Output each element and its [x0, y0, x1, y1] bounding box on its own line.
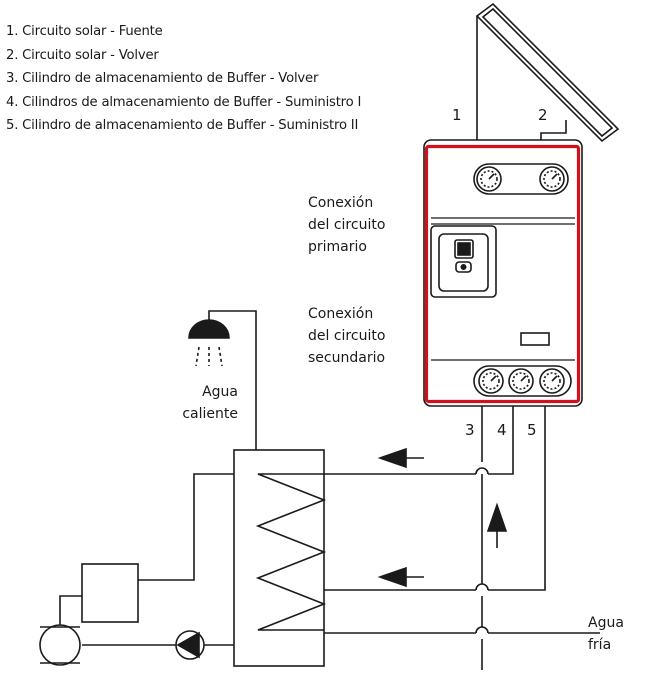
- unit-pipes: [324, 406, 600, 670]
- gauge-bottom-2: [508, 368, 534, 394]
- pipe-number-3: 3: [465, 421, 475, 439]
- primary-circuit-label: Conexión del circuito primario: [308, 195, 386, 255]
- secondary-circuit-label: Conexión del circuito secundario: [308, 306, 386, 366]
- pipe-number-4: 4: [497, 421, 507, 439]
- legend-item-1: 1. Circuito solar - Fuente: [6, 24, 163, 39]
- hot-water-label: Agua caliente: [182, 384, 238, 422]
- hot-water-line: [188, 310, 257, 450]
- legend: 1. Circuito solar - Fuente 2. Circuito s…: [6, 20, 361, 138]
- gauge-top-left: [476, 166, 502, 192]
- flow-arrow-left-icon: [377, 447, 424, 469]
- heat-source-loop: [39, 473, 234, 666]
- gauge-top-right: [539, 166, 565, 192]
- flow-arrow-left-icon: [377, 566, 424, 588]
- legend-item-2: 2. Circuito solar - Volver: [6, 47, 159, 63]
- storage-tank: [233, 449, 327, 667]
- solar-collector: [475, 2, 620, 143]
- legend-item-5: 5. Cilindro de almacenamiento de Buffer …: [6, 118, 359, 134]
- pipe-number-1: 1: [452, 106, 462, 124]
- gauge-bottom-3: [539, 368, 565, 394]
- legend-item-4: 4. Cilindros de almacenamiento de Buffer…: [6, 94, 362, 110]
- pipe-number-5: 5: [527, 421, 537, 439]
- flow-arrow-up-icon: [486, 502, 508, 548]
- gauge-bottom-1: [478, 368, 504, 394]
- cold-water-label: Agua fría: [588, 615, 624, 653]
- legend-item-3: 3. Cilindro de almacenamiento de Buffer …: [6, 71, 319, 87]
- controller-display: [430, 225, 497, 298]
- pipe-number-2: 2: [538, 106, 548, 124]
- solar-station-unit: [423, 139, 583, 407]
- circulation-pump-icon: [175, 630, 205, 660]
